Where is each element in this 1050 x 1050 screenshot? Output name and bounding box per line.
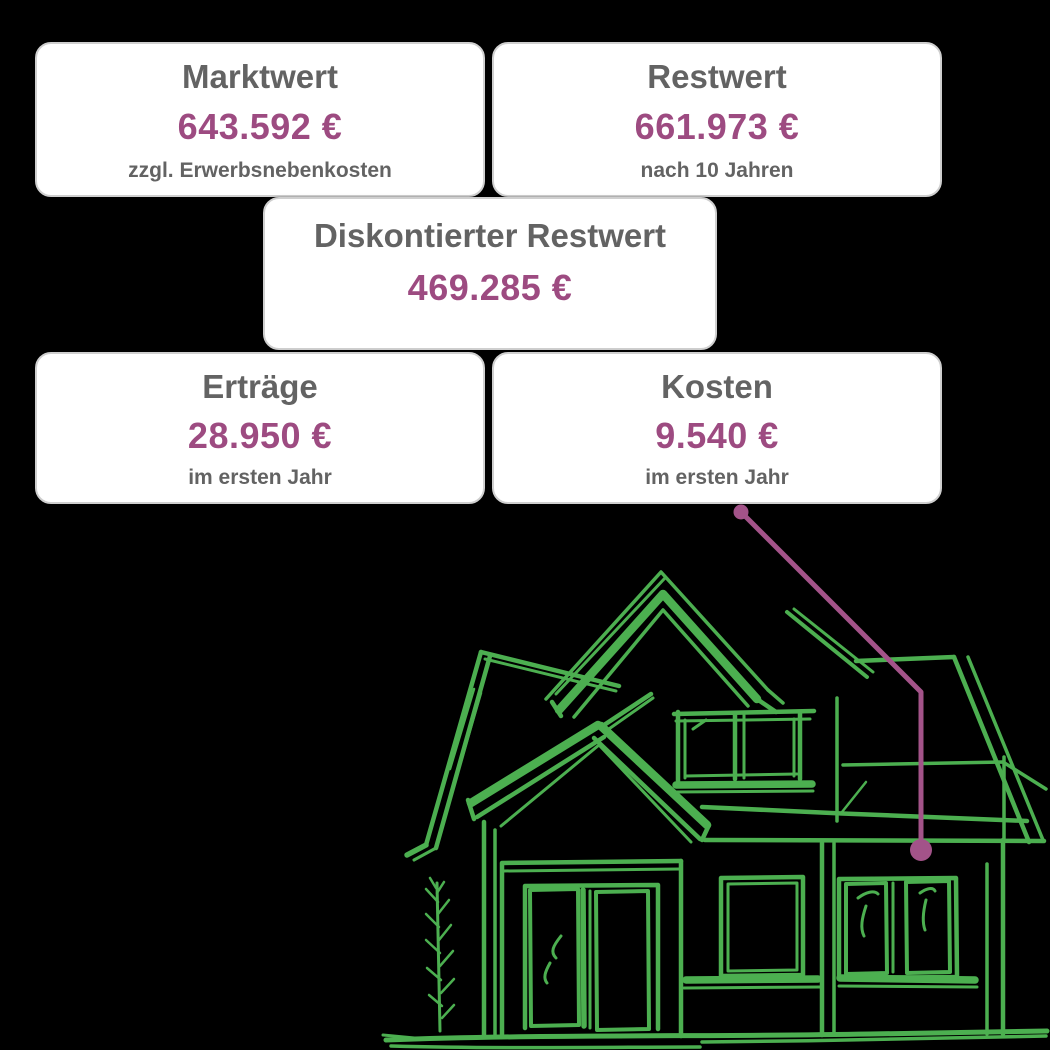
plant-sapling — [424, 876, 456, 1033]
card-subtitle: im ersten Jahr — [188, 465, 332, 489]
right-window — [836, 875, 979, 989]
card-value: 9.540 € — [655, 414, 779, 456]
upper-window — [671, 708, 817, 794]
card-title: Restwert — [647, 58, 787, 95]
ground-line — [381, 1028, 1050, 1050]
card-value: 661.973 € — [634, 106, 800, 148]
card-value: 643.592 € — [177, 106, 343, 148]
card-restwert: Restwert 661.973 € nach 10 Jahren — [492, 42, 942, 197]
connector-dot-top — [733, 504, 749, 520]
card-value: 28.950 € — [187, 414, 333, 456]
card-subtitle: zzgl. Erwerbsnebenkosten — [128, 158, 392, 182]
card-ertraege: Erträge 28.950 € im ersten Jahr — [35, 352, 485, 504]
card-title: Kosten — [661, 368, 773, 405]
card-title: Diskontierter Restwert — [313, 217, 667, 254]
middle-window — [682, 874, 822, 990]
card-marktwert: Marktwert 643.592 € zzgl. Erwerbsnebenko… — [35, 42, 485, 197]
connector-dot-bottom — [910, 839, 932, 861]
front-door — [499, 861, 661, 1037]
kosten-connector — [733, 504, 932, 861]
card-subtitle: nach 10 Jahren — [640, 158, 794, 182]
house-wall-lines — [481, 804, 1047, 1039]
house-roof-lines — [404, 570, 1048, 862]
card-title: Erträge — [202, 368, 318, 405]
card-diskontierter-restwert: Diskontierter Restwert 469.285 € — [263, 197, 717, 350]
card-subtitle: im ersten Jahr — [645, 465, 789, 489]
card-value: 469.285 € — [407, 267, 573, 309]
kosten-connector-line — [738, 509, 924, 850]
card-title: Marktwert — [182, 58, 338, 95]
card-kosten: Kosten 9.540 € im ersten Jahr — [492, 352, 942, 504]
